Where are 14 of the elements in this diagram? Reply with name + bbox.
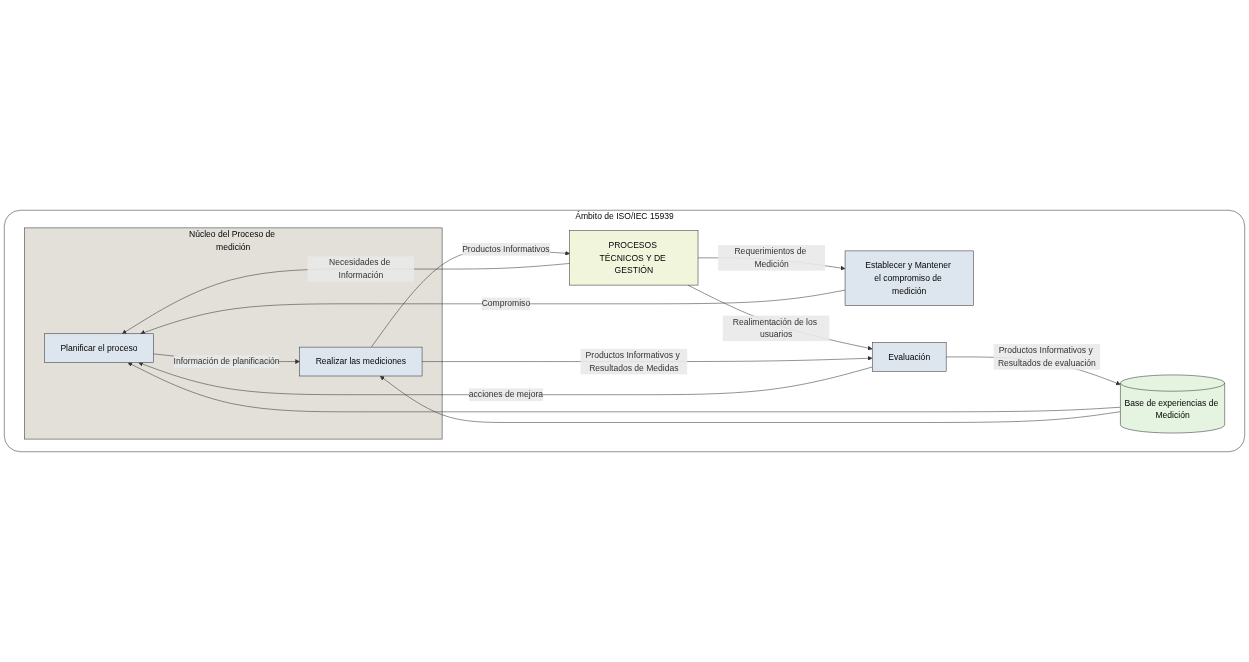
edge-label: Productos Informativos bbox=[462, 244, 550, 254]
edge-label: Requerimientos de Medición bbox=[734, 246, 807, 269]
edge-label: Realimentación de los usuarios bbox=[732, 317, 817, 340]
node-box: PROCESOS TÉCNICOS Y DE GESTIÓN bbox=[569, 230, 699, 286]
edge-label: Necesidades de Información bbox=[328, 257, 391, 280]
edge-label: Productos Informativos y Resultados de Medidas bbox=[585, 350, 680, 373]
edge-label: Productos Informativos y Resultados de evaluación bbox=[997, 345, 1096, 368]
node-box: Planificar el proceso bbox=[44, 333, 154, 363]
node-box: Realizar las mediciones bbox=[299, 346, 423, 377]
node-box: Evaluación bbox=[872, 342, 947, 372]
edge-label: Información de planificación bbox=[173, 356, 280, 366]
edge-label: acciones de mejora bbox=[468, 389, 543, 399]
node-box: Establecer y Mantener el compromiso de medición bbox=[844, 250, 974, 306]
edge-label: Compromiso bbox=[481, 299, 531, 309]
